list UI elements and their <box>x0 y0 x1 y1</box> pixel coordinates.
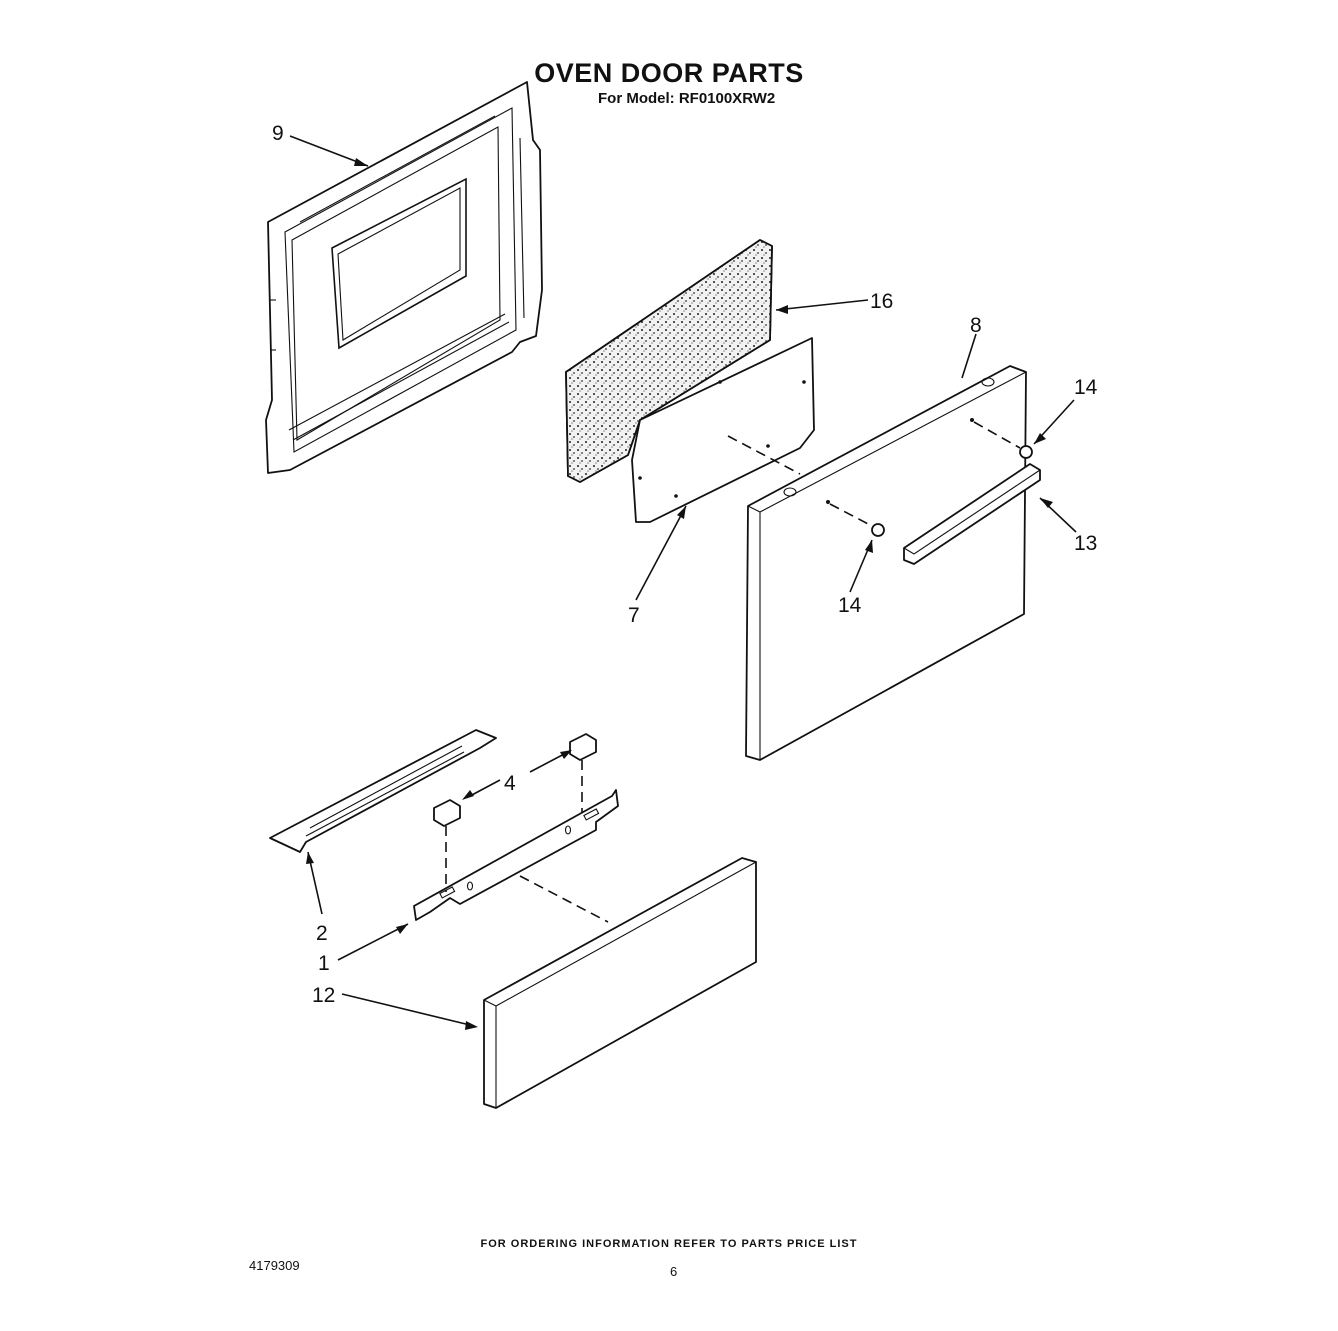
leader-9 <box>289 135 369 167</box>
page-number: 6 <box>670 1264 678 1279</box>
leader-1 <box>337 923 409 961</box>
callout-2: 2 <box>316 922 328 945</box>
part-8-outer-door <box>745 365 1027 761</box>
part-7-inner-panel <box>631 337 815 523</box>
leader-4-left <box>469 779 501 797</box>
callout-14-top: 14 <box>1074 376 1098 399</box>
leader-4-right <box>529 751 569 773</box>
part-4-clip-right <box>569 733 597 761</box>
part-12-drawer-front <box>483 857 757 1109</box>
document-number: 4179309 <box>249 1258 300 1273</box>
callout-7: 7 <box>628 604 640 627</box>
part-1-bracket <box>413 789 619 921</box>
callout-12: 12 <box>312 984 335 1007</box>
model-subtitle: For Model: RF0100XRW2 <box>598 90 776 107</box>
part-13-handle <box>903 463 1041 565</box>
part-4-clip-left <box>433 799 461 827</box>
ordering-note: FOR ORDERING INFORMATION REFER TO PARTS … <box>480 1238 858 1250</box>
part-9-door-liner <box>265 81 543 474</box>
part-14-screw-top <box>1019 445 1033 459</box>
part-2-channel <box>269 729 497 853</box>
callout-13: 13 <box>1074 532 1097 555</box>
callout-1: 1 <box>318 952 330 975</box>
callout-9: 9 <box>272 122 284 145</box>
part-14-screw-bottom <box>871 523 885 537</box>
callout-16: 16 <box>870 290 893 313</box>
callout-4: 4 <box>504 772 516 795</box>
leader-16 <box>775 299 869 311</box>
leader-8 <box>961 333 977 379</box>
leader-7 <box>635 505 687 601</box>
callout-14-bottom: 14 <box>838 594 862 617</box>
page-title: OVEN DOOR PARTS <box>534 58 804 88</box>
leader-12 <box>341 993 475 1027</box>
callout-8: 8 <box>970 314 982 337</box>
